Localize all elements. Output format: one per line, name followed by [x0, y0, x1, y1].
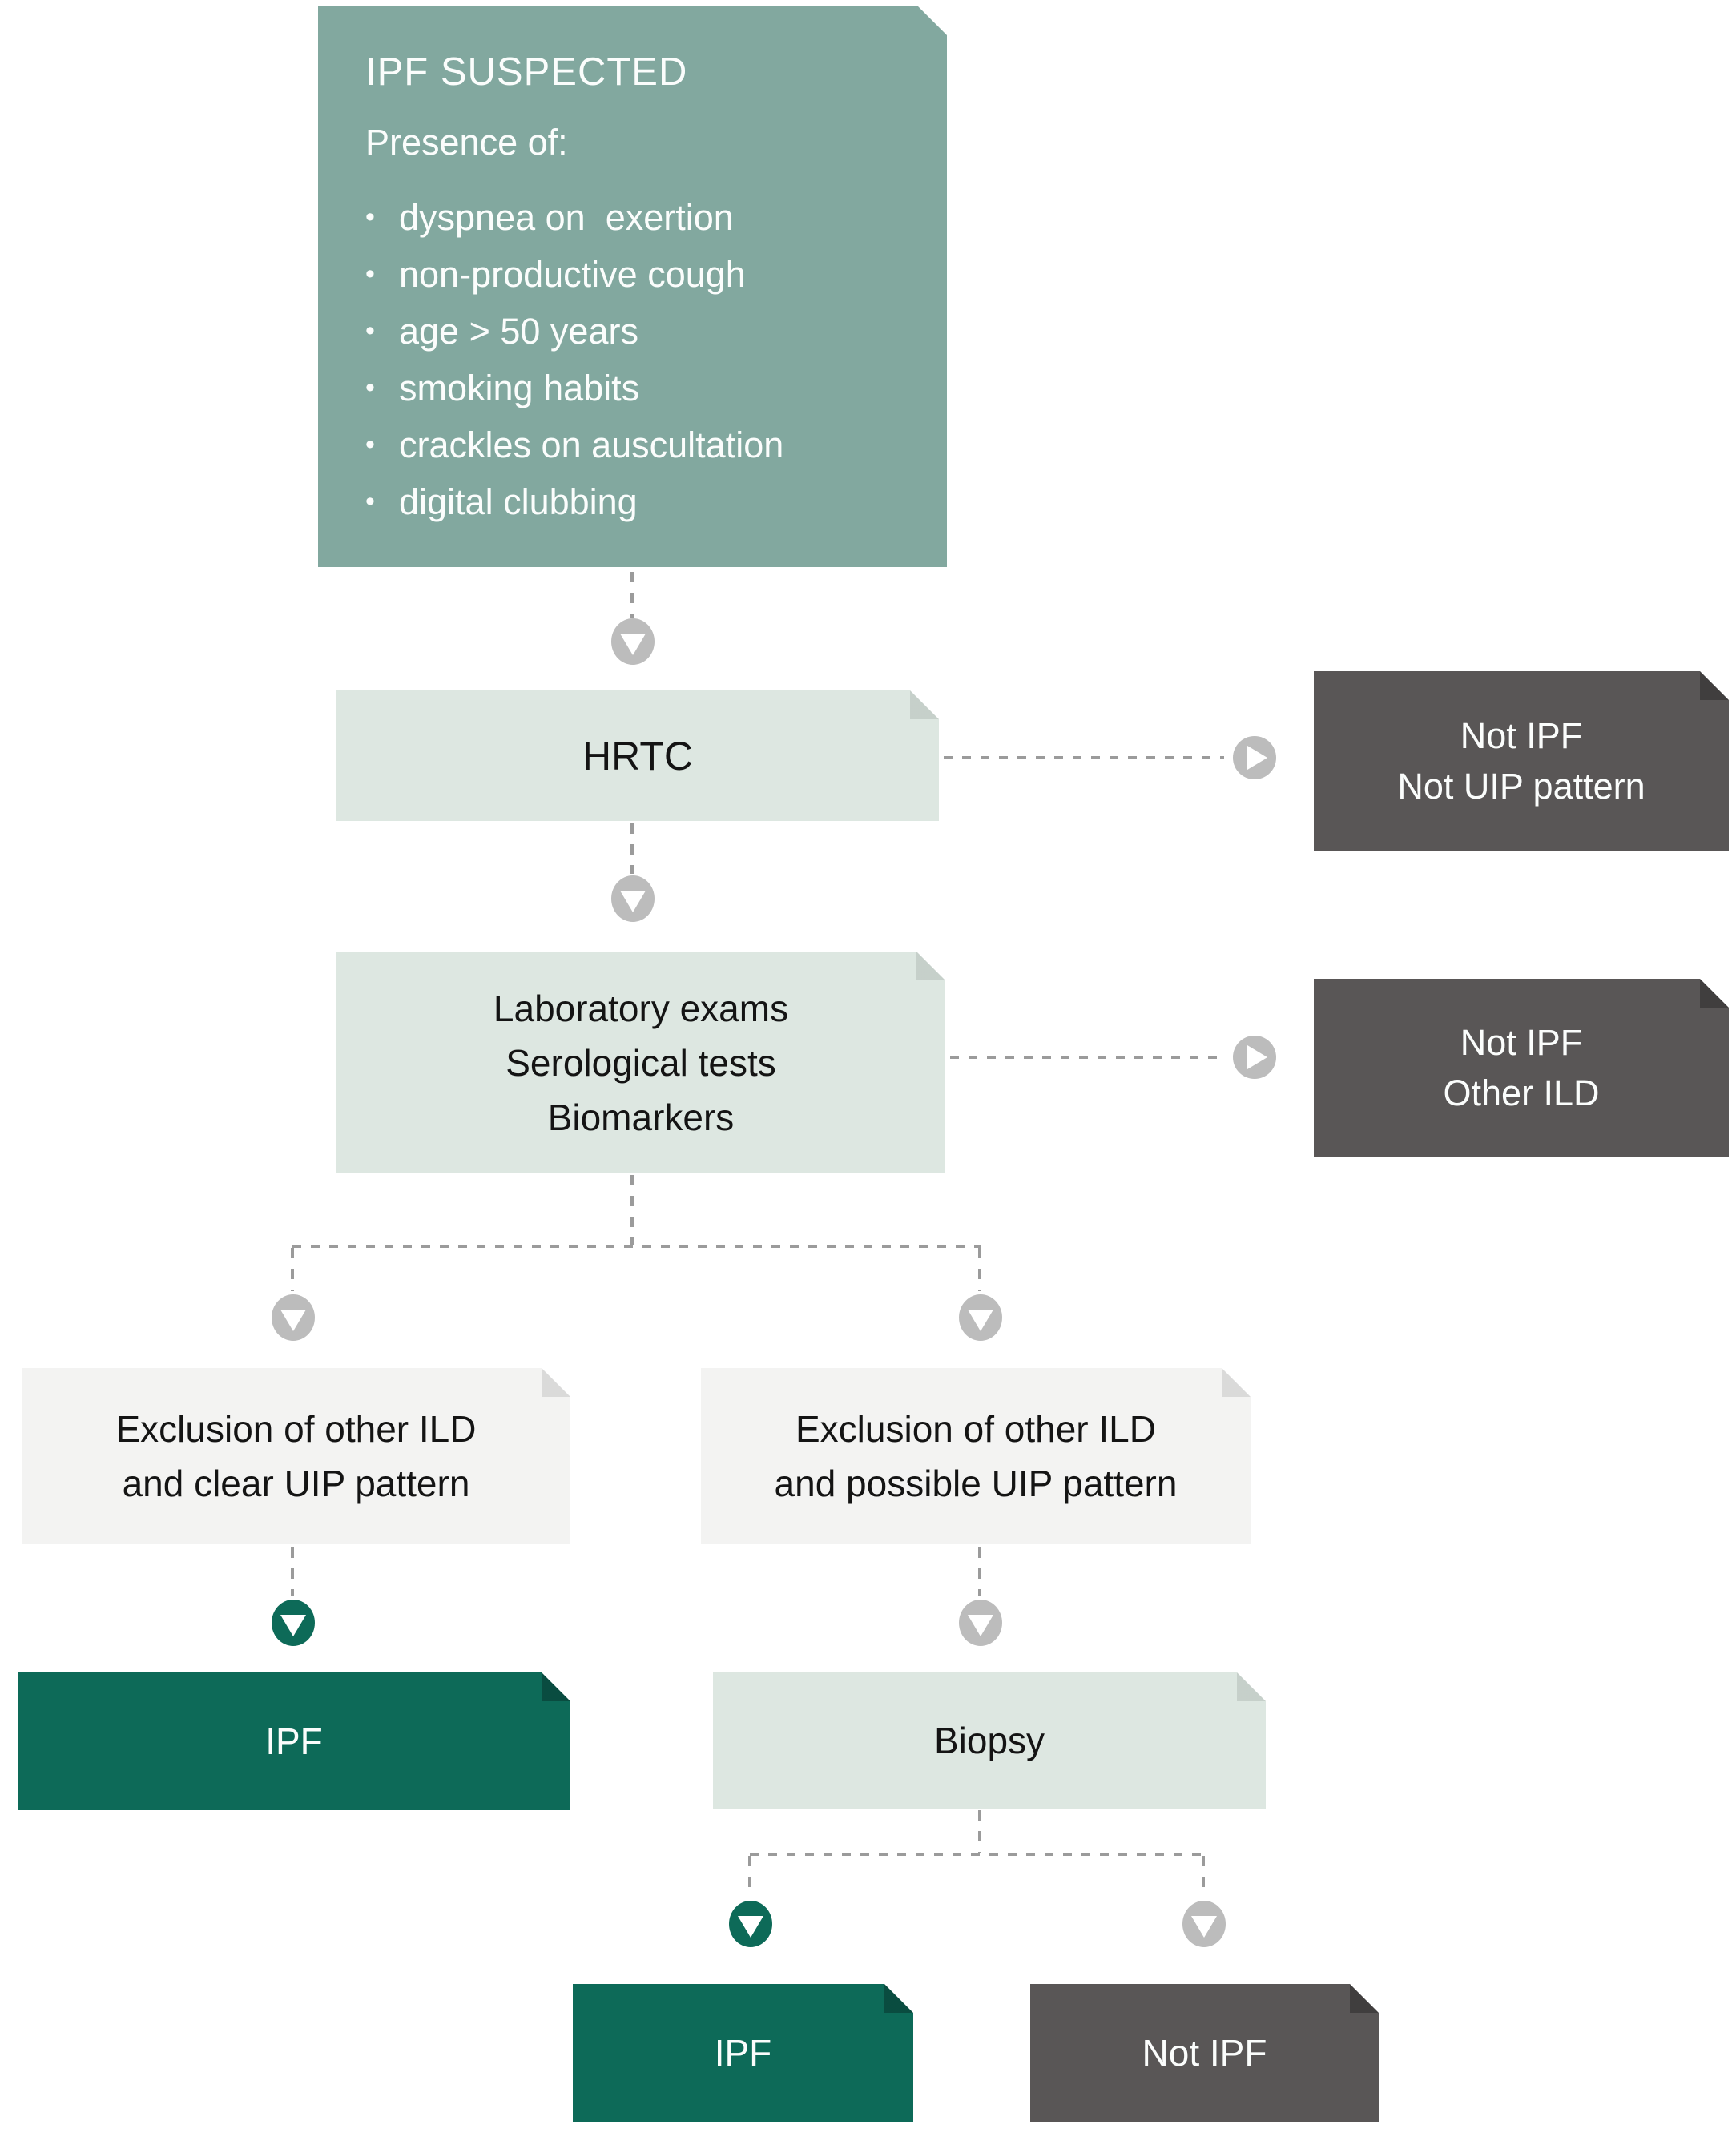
connector-split-left: [291, 1248, 294, 1291]
node-biopsy: Biopsy: [713, 1672, 1266, 1809]
node-not-ipf-other-ild: Not IPF Other ILD: [1314, 979, 1729, 1157]
node-exclusion-possible-uip: Exclusion of other ILD and possible UIP …: [701, 1368, 1251, 1544]
connector-hrtc-lab: [630, 823, 634, 874]
connector-hrtc-notipf: [944, 756, 1224, 759]
suspected-subtitle: Presence of:: [365, 122, 568, 163]
list-item: • digital clubbing: [365, 473, 915, 530]
connector-clear-ipf: [291, 1547, 294, 1596]
down-arrow-icon: [1182, 1901, 1226, 1947]
node-ipf-bottom: IPF: [573, 1984, 913, 2122]
down-arrow-icon: [729, 1901, 772, 1947]
list-item: • dyspnea on exertion: [365, 189, 915, 246]
node-label: HRTC: [582, 733, 693, 779]
list-item: • age > 50 years: [365, 303, 915, 360]
down-arrow-icon: [272, 1294, 315, 1341]
node-hrtc: HRTC: [336, 690, 939, 821]
down-arrow-icon: [959, 1294, 1002, 1341]
down-arrow-icon: [611, 618, 655, 665]
node-ipf-suspected: IPF SUSPECTED Presence of: • dyspnea on …: [318, 6, 947, 567]
connector-lab-split: [630, 1175, 634, 1245]
list-item: • smoking habits: [365, 360, 915, 417]
suspected-title: IPF SUSPECTED: [365, 50, 688, 94]
node-not-ipf-bottom: Not IPF: [1030, 1984, 1379, 2122]
connector-biopsy-right: [1202, 1856, 1205, 1897]
list-item: • crackles on auscultation: [365, 417, 915, 473]
connector-suspected-hrtc: [630, 572, 634, 618]
connector-split-horizontal: [292, 1245, 981, 1248]
connector-biopsy-split: [978, 1810, 981, 1853]
down-arrow-icon: [611, 875, 655, 922]
bullet-icon: •: [365, 202, 375, 232]
connector-biopsy-horizontal: [750, 1853, 1205, 1856]
suspected-bullet-list: • dyspnea on exertion • non-productive c…: [365, 189, 915, 530]
connector-biopsy-left: [748, 1856, 751, 1897]
down-arrow-icon: [959, 1600, 1002, 1646]
bullet-icon: •: [365, 486, 375, 517]
down-arrow-icon: [272, 1600, 315, 1646]
list-item: • non-productive cough: [365, 246, 915, 303]
right-arrow-icon: [1233, 1036, 1276, 1079]
node-laboratory-exams: Laboratory exams Serological tests Bioma…: [336, 952, 945, 1173]
bullet-icon: •: [365, 429, 375, 460]
bullet-icon: •: [365, 316, 375, 346]
connector-split-right: [978, 1248, 981, 1291]
node-exclusion-clear-uip: Exclusion of other ILD and clear UIP pat…: [22, 1368, 570, 1544]
connector-possible-biopsy: [978, 1547, 981, 1596]
bullet-icon: •: [365, 259, 375, 289]
right-arrow-icon: [1233, 736, 1276, 779]
node-not-ipf-not-uip: Not IPF Not UIP pattern: [1314, 671, 1729, 851]
connector-lab-notipf: [950, 1056, 1224, 1059]
node-ipf-left: IPF: [18, 1672, 570, 1810]
bullet-icon: •: [365, 372, 375, 403]
